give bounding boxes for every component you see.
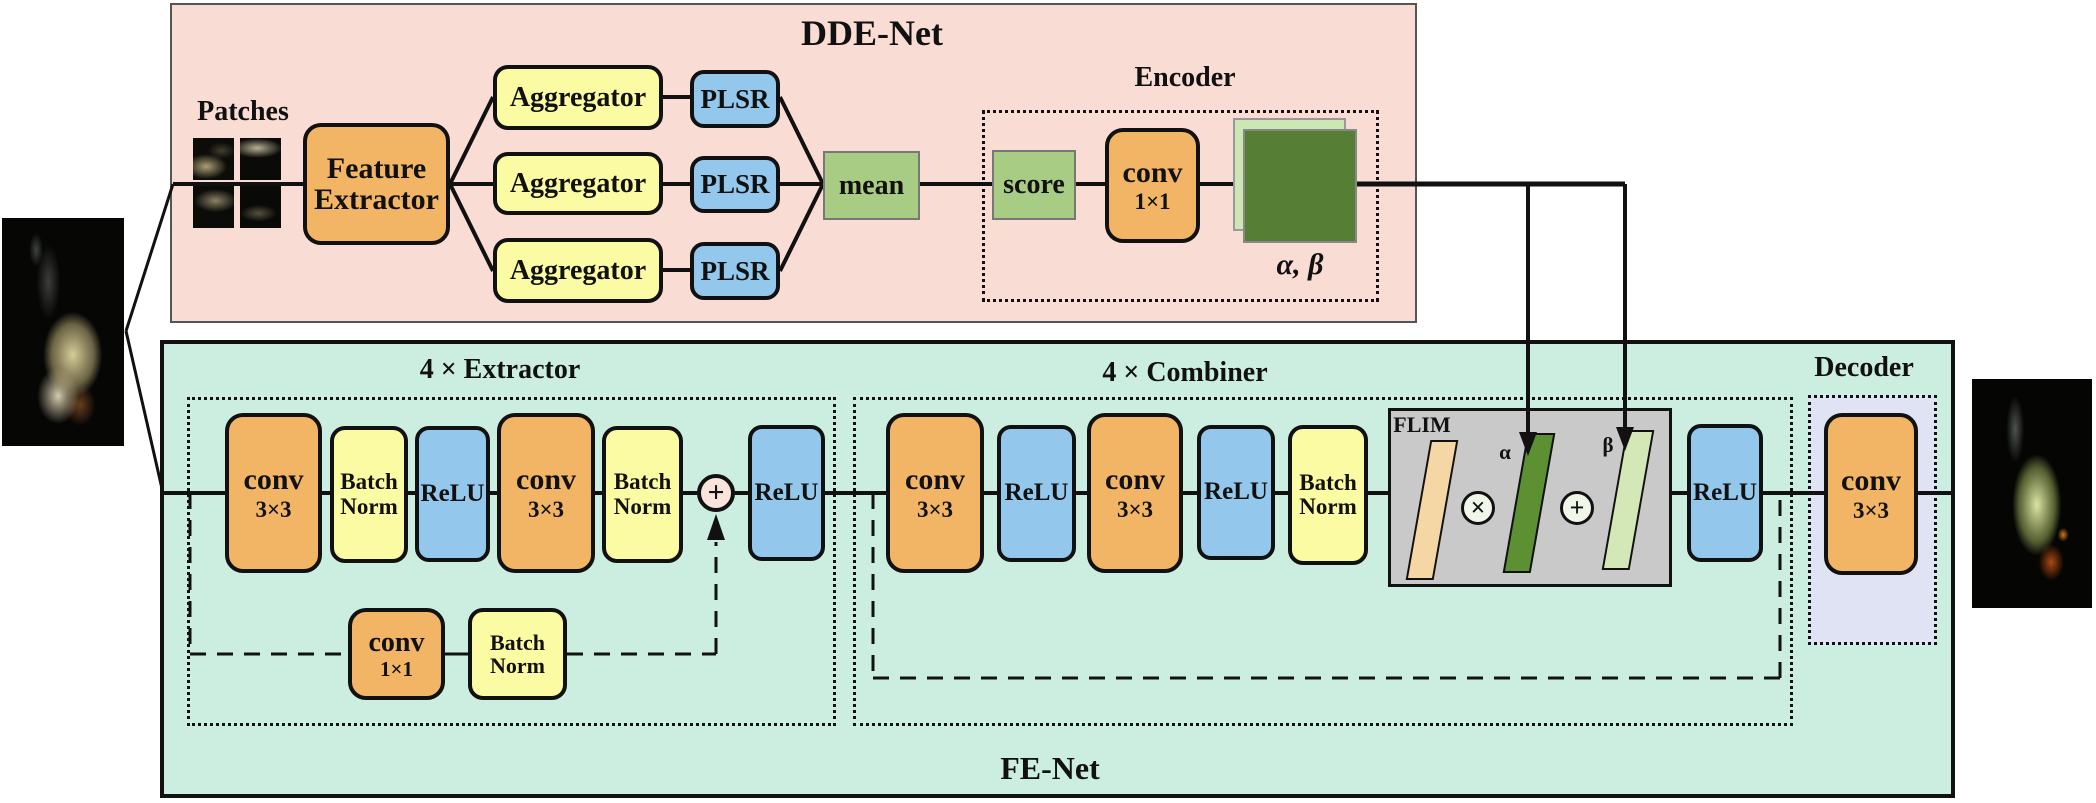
extractor-skip-bn-label: Batch Norm xyxy=(490,629,545,678)
decoder-conv-label: conv xyxy=(1841,464,1901,498)
alpha-beta-label: α, β xyxy=(1276,248,1324,281)
flim-beta-label: β xyxy=(1602,433,1614,457)
extractor-conv1-block: conv 3×3 xyxy=(225,413,322,573)
decoder-conv-kernel: 3×3 xyxy=(1852,497,1890,523)
extractor-relu2-label: ReLU xyxy=(754,478,819,506)
feature-extractor-label: Feature Extractor xyxy=(314,151,439,216)
plsr-block-3: PLSR xyxy=(690,242,780,300)
extractor-skip-bn-block: Batch Norm xyxy=(468,608,567,700)
patch-image-2 xyxy=(240,138,281,180)
fe-net-title: FE-Net xyxy=(1000,750,1100,786)
combiner-relu1-block: ReLU xyxy=(997,425,1076,562)
combiner-conv2-label: conv xyxy=(1105,463,1165,497)
encoder-title: Encoder xyxy=(1134,62,1236,93)
patch-image-3 xyxy=(193,186,234,228)
aggregator-block-1: Aggregator xyxy=(493,65,663,130)
combiner-relu2-block: ReLU xyxy=(1197,425,1275,560)
flim-add-sign: + xyxy=(1569,493,1585,522)
residual-add-circle: + xyxy=(697,474,735,512)
feature-extractor-block: Feature Extractor xyxy=(303,123,450,245)
extractor-title: 4 × Extractor xyxy=(419,354,581,385)
extractor-skip-conv-kernel: 1×1 xyxy=(380,656,413,681)
combiner-relu3-label: ReLU xyxy=(1693,478,1757,506)
encoder-conv1x1-block: conv 1×1 xyxy=(1105,128,1200,243)
patch-image-4 xyxy=(240,186,281,228)
decoder-title: Decoder xyxy=(1814,352,1914,383)
flim-alpha-label: α xyxy=(1499,440,1511,464)
plsr-label-3: PLSR xyxy=(700,255,770,286)
plsr-block-1: PLSR xyxy=(690,70,780,128)
extractor-conv2-label: conv xyxy=(516,463,576,497)
feature-map-dark xyxy=(1243,129,1357,243)
extractor-relu1-block: ReLU xyxy=(415,426,490,562)
residual-plus-sign: + xyxy=(707,476,725,509)
patches-label: Patches xyxy=(197,96,289,127)
combiner-relu3-block: ReLU xyxy=(1687,424,1763,562)
extractor-bn1-label: Batch Norm xyxy=(340,469,398,519)
combiner-relu1-label: ReLU xyxy=(1004,479,1069,507)
mean-block: mean xyxy=(823,151,920,220)
mean-label: mean xyxy=(838,169,905,201)
combiner-conv1-block: conv 3×3 xyxy=(886,413,984,573)
flim-add-circle: + xyxy=(1560,491,1594,525)
score-block: score xyxy=(992,150,1076,220)
extractor-conv2-kernel: 3×3 xyxy=(527,496,565,522)
aggregator-block-2: Aggregator xyxy=(493,152,663,215)
combiner-conv1-label: conv xyxy=(905,463,965,497)
encoder-conv-kernel: 1×1 xyxy=(1134,189,1171,215)
aggregator-block-3: Aggregator xyxy=(493,238,663,303)
plsr-label-1: PLSR xyxy=(700,83,770,114)
combiner-conv2-kernel: 3×3 xyxy=(1116,496,1154,522)
combiner-bn-label: Batch Norm xyxy=(1299,469,1357,519)
combiner-bn-block: Batch Norm xyxy=(1288,425,1368,565)
aggregator-label-3: Aggregator xyxy=(509,254,647,286)
extractor-bn2-label: Batch Norm xyxy=(613,469,672,519)
combiner-title: 4 × Combiner xyxy=(1102,357,1268,388)
combiner-conv2-block: conv 3×3 xyxy=(1087,413,1183,573)
flim-title: FLIM xyxy=(1393,412,1451,437)
score-label: score xyxy=(1003,169,1065,201)
combiner-box xyxy=(853,397,1793,726)
extractor-relu2-block: ReLU xyxy=(748,425,825,561)
extractor-bn1-block: Batch Norm xyxy=(330,426,408,563)
encoder-conv-label: conv xyxy=(1122,155,1183,189)
decoder-conv-block: conv 3×3 xyxy=(1824,413,1918,575)
extractor-conv1-kernel: 3×3 xyxy=(255,496,292,522)
plsr-block-2: PLSR xyxy=(690,156,780,213)
plsr-label-2: PLSR xyxy=(700,169,770,200)
output-plankton-image xyxy=(1972,379,2092,608)
encoder-box xyxy=(982,110,1379,302)
extractor-conv2-block: conv 3×3 xyxy=(497,413,595,573)
flim-multiply-circle: × xyxy=(1461,491,1495,525)
input-plankton-image xyxy=(2,218,124,446)
extractor-skip-conv-label: conv xyxy=(368,627,425,659)
extractor-relu1-label: ReLU xyxy=(420,479,485,507)
aggregator-label-1: Aggregator xyxy=(509,81,647,113)
extractor-bn2-block: Batch Norm xyxy=(602,426,683,563)
extractor-conv1-label: conv xyxy=(243,463,304,497)
flim-multiply-sign: × xyxy=(1470,493,1486,522)
combiner-conv1-kernel: 3×3 xyxy=(916,496,954,522)
dde-net-title: DDE-Net xyxy=(801,13,943,53)
extractor-skip-conv-block: conv 1×1 xyxy=(348,608,445,700)
patch-image-1 xyxy=(193,138,234,180)
combiner-relu2-label: ReLU xyxy=(1204,478,1268,506)
aggregator-label-2: Aggregator xyxy=(509,167,647,199)
